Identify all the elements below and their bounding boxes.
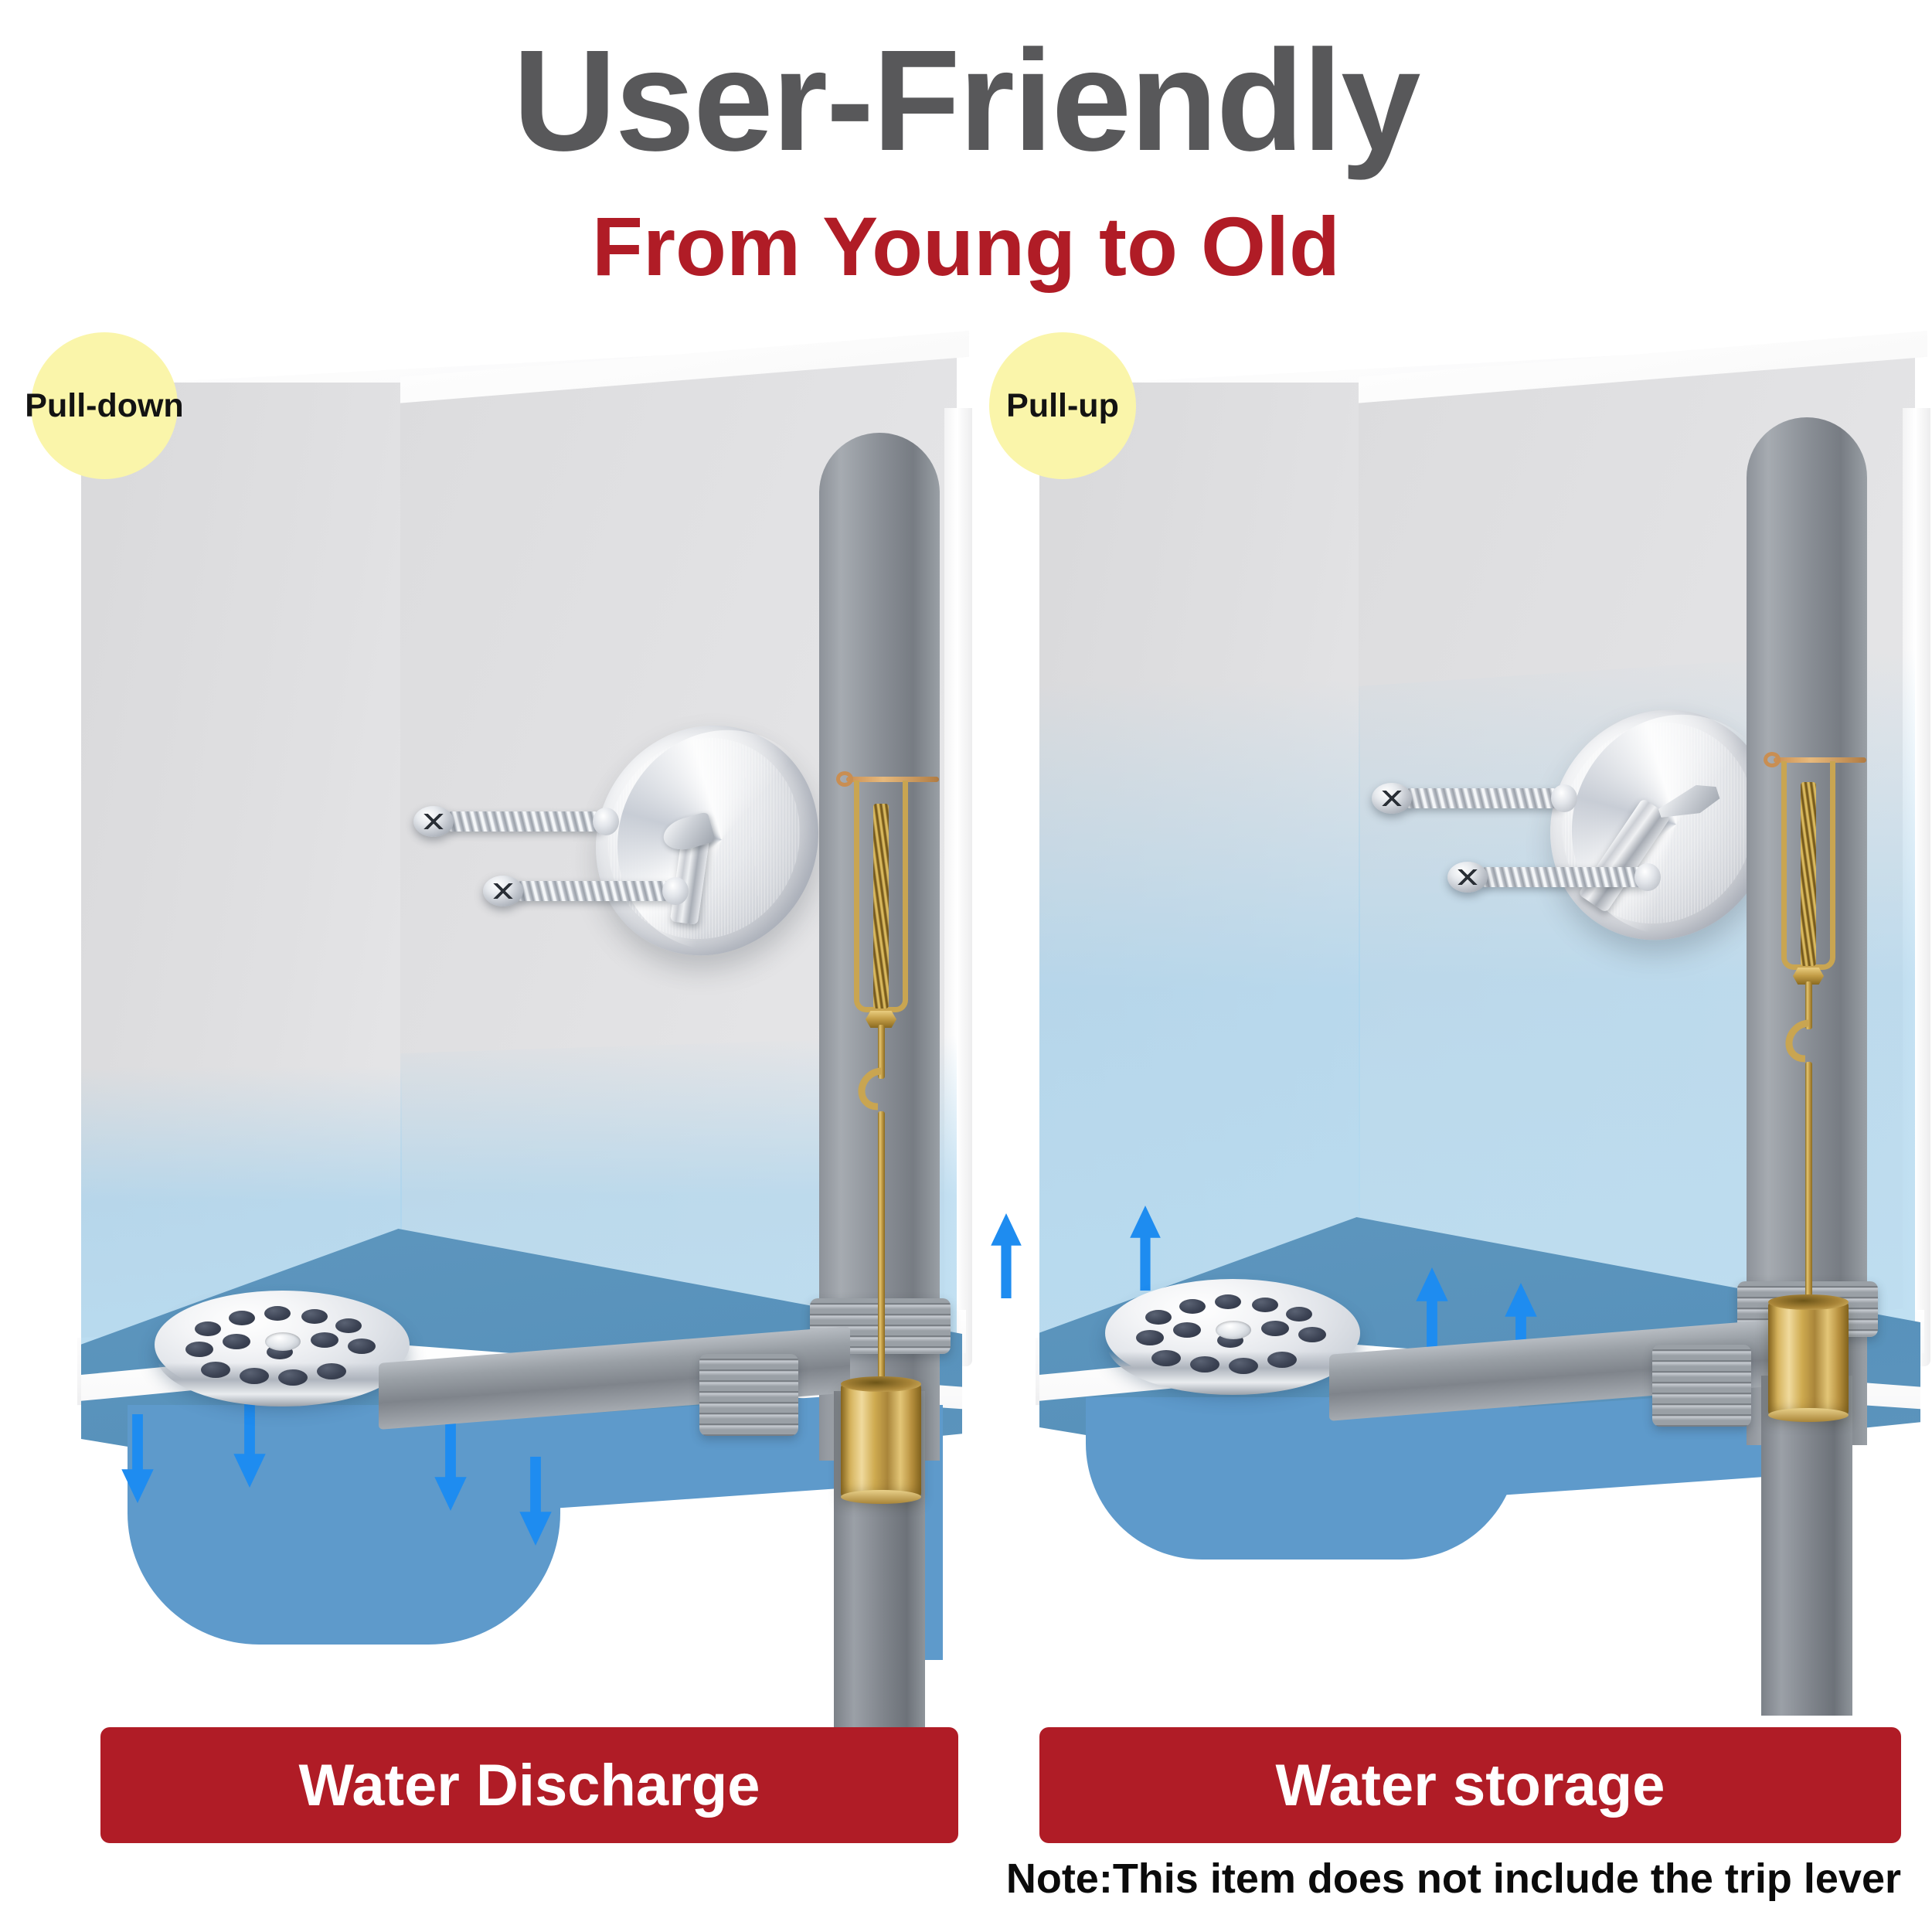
page-subtitle: From Young to Old <box>592 199 1340 293</box>
cotter-pin-eye <box>1764 752 1781 767</box>
arrow-down-icon <box>433 1422 468 1511</box>
screw-icon <box>483 876 689 906</box>
arrow-down-icon <box>232 1399 267 1488</box>
drain-strainer-icon <box>155 1291 410 1406</box>
linkage-threaded-rod <box>873 804 889 1009</box>
linkage-rod-lower <box>1805 1062 1812 1317</box>
linkage-yoke <box>854 781 908 1012</box>
panel-water-storage: Pull-up <box>989 331 1932 1731</box>
linkage-adjust-nut <box>1793 968 1824 985</box>
strainer-hub <box>265 1332 301 1351</box>
linkage-adjust-nut <box>866 1011 896 1028</box>
arrow-down-icon <box>120 1414 155 1503</box>
banner-label: Water Discharge <box>298 1752 760 1818</box>
header: User-Friendly From Young to Old <box>0 0 1932 325</box>
panel-water-discharge: Pull-down <box>25 331 997 1731</box>
linkage-rod-lower <box>878 1111 885 1399</box>
arrow-up-icon <box>1128 1206 1162 1291</box>
brass-plunger-icon <box>841 1376 921 1504</box>
brass-plunger-icon <box>1768 1294 1849 1422</box>
pipe-collar-mid <box>699 1354 798 1436</box>
linkage-threaded-rod <box>1801 782 1816 966</box>
linkage-yoke <box>1781 761 1835 970</box>
drain-strainer-icon <box>1105 1279 1360 1395</box>
screw-icon <box>1372 783 1577 814</box>
badge-label: Pull-down <box>25 386 184 424</box>
note-text: Note:This item does not include the trip… <box>1005 1855 1901 1902</box>
arrow-up-icon <box>989 1213 1023 1298</box>
badge-pull-up: Pull-up <box>989 332 1136 479</box>
pipe-collar-mid <box>1652 1345 1751 1427</box>
arrow-up-icon <box>1503 1283 1539 1372</box>
badge-pull-down: Pull-down <box>25 332 184 479</box>
banner-label: Water storage <box>1275 1752 1665 1818</box>
linkage-rod-upper <box>878 1025 885 1079</box>
drain-pipe-assembly-right <box>1005 340 1932 1731</box>
cotter-pin-eye <box>836 771 853 787</box>
screw-icon <box>1447 862 1661 893</box>
screw-icon <box>413 806 619 837</box>
drain-pipe-assembly-left <box>46 340 997 1731</box>
badge-label: Pull-up <box>1006 386 1119 424</box>
drain-pipe-outlet <box>1761 1376 1852 1716</box>
cotter-pin-icon <box>846 777 939 782</box>
arrow-down-icon <box>518 1457 553 1546</box>
linkage-rod-upper <box>1805 981 1812 1029</box>
strainer-hub <box>1216 1321 1251 1339</box>
banner-water-discharge: Water Discharge <box>100 1727 958 1843</box>
arrow-up-icon <box>1414 1267 1450 1356</box>
page-title: User-Friendly <box>512 21 1420 181</box>
banner-water-storage: Water storage <box>1039 1727 1901 1843</box>
cotter-pin-icon <box>1774 757 1866 763</box>
